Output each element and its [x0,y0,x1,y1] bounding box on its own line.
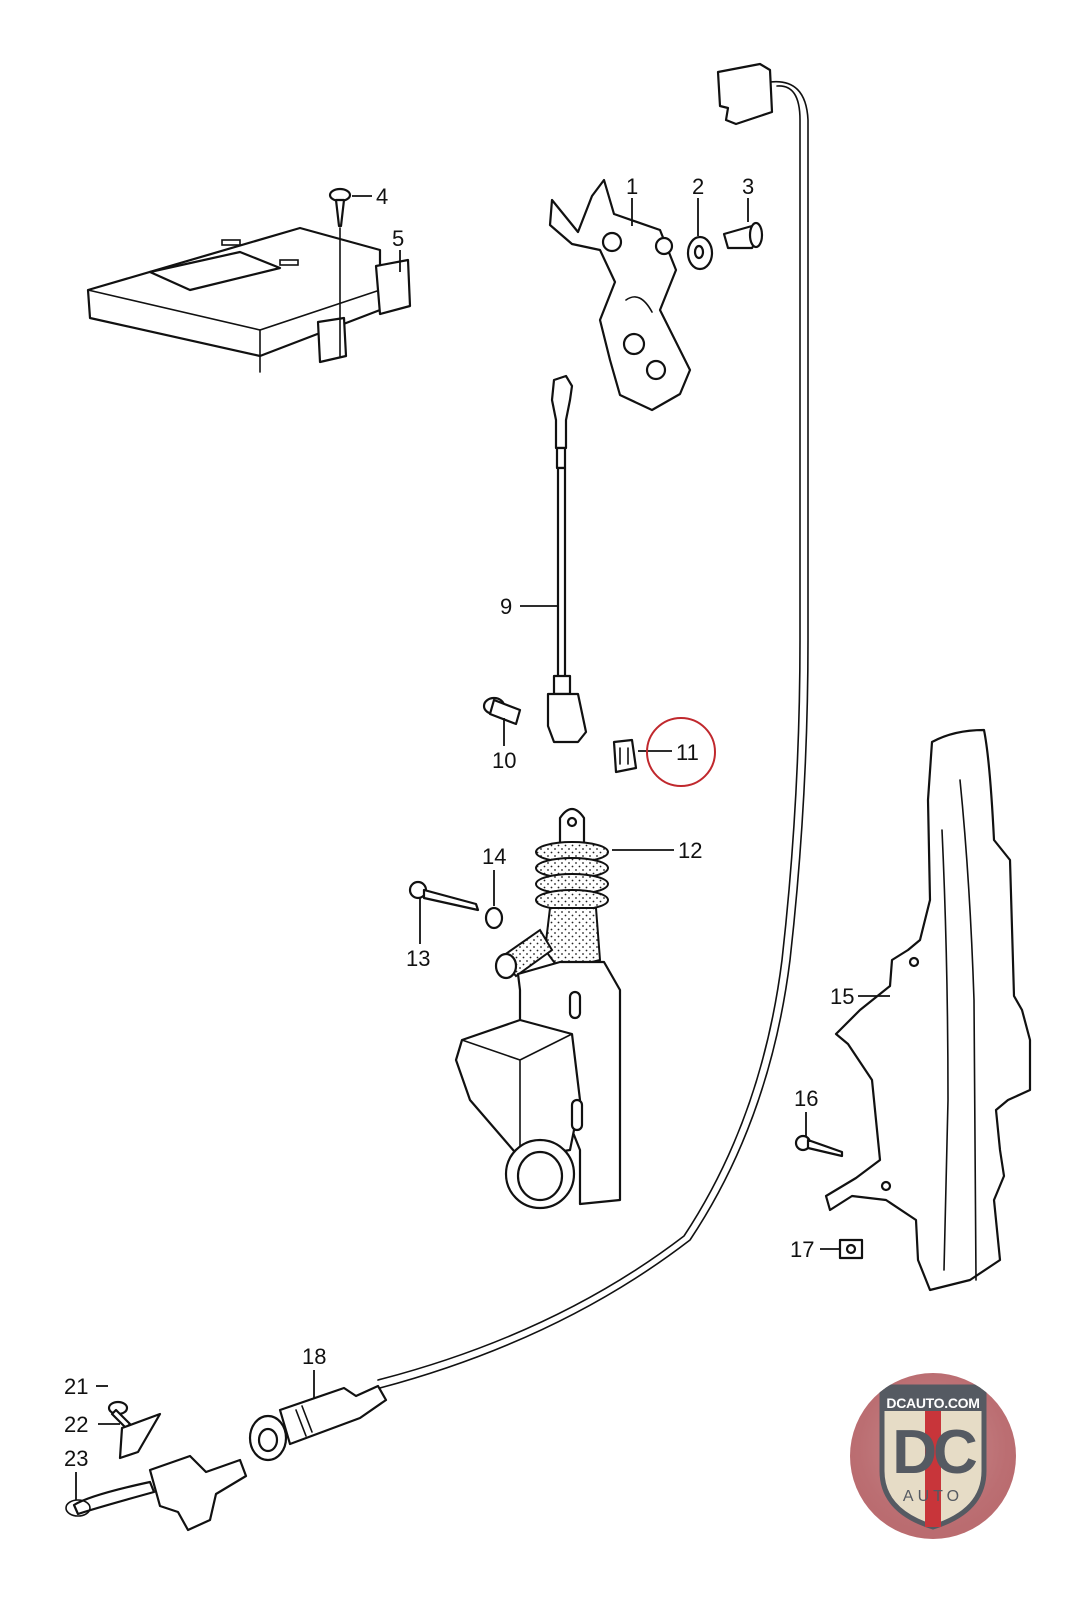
dcauto-watermark: DCAUTO.COM DC AUTO [850,1373,1016,1539]
callout-17: 17 [790,1237,814,1262]
screw-4 [328,187,352,357]
lock-actuator [454,807,622,1210]
plate-22 [118,1412,162,1460]
cable-end-fitting [248,1384,388,1462]
watermark-site: DCAUTO.COM [886,1395,980,1411]
operating-rod [546,374,588,744]
callout-16: 16 [794,1086,818,1111]
callout-21: 21 [64,1374,88,1399]
callout-10: 10 [492,748,516,773]
callout-12: 12 [678,838,702,863]
clip-11 [612,738,638,774]
control-unit [86,226,412,373]
screw-16 [794,1134,844,1158]
callout-labels: 1 2 3 4 5 9 10 11 12 13 14 15 16 17 18 2… [64,174,854,1471]
callout-1: 1 [626,174,638,199]
leader-lines [75,195,890,1500]
callout-23: 23 [64,1446,88,1471]
screw-13 [408,880,480,912]
callout-18: 18 [302,1344,326,1369]
callout-5: 5 [392,226,404,251]
washer-2 [686,235,714,271]
release-cable [377,62,809,1389]
clip-nut-17 [838,1238,864,1260]
callout-13: 13 [406,946,430,971]
pin-10 [482,696,522,726]
screw-21 [107,1400,132,1430]
washer-14 [484,906,504,930]
cover-panel [824,728,1032,1292]
callout-4: 4 [376,184,388,209]
callout-11: 11 [676,740,699,765]
callout-22: 22 [64,1412,88,1437]
bracket-23 [65,1454,248,1532]
watermark-brand: DC [892,1418,978,1487]
shield-icon [879,1384,987,1530]
callout-15: 15 [830,984,854,1009]
callout-3: 3 [742,174,754,199]
door-lock-latch [548,178,692,412]
callout-14: 14 [482,844,506,869]
bolt-3 [722,221,764,250]
watermark-subtitle: AUTO [902,1488,964,1505]
callout-2: 2 [692,174,704,199]
callout-9: 9 [500,594,512,619]
highlight-circle [646,717,716,787]
